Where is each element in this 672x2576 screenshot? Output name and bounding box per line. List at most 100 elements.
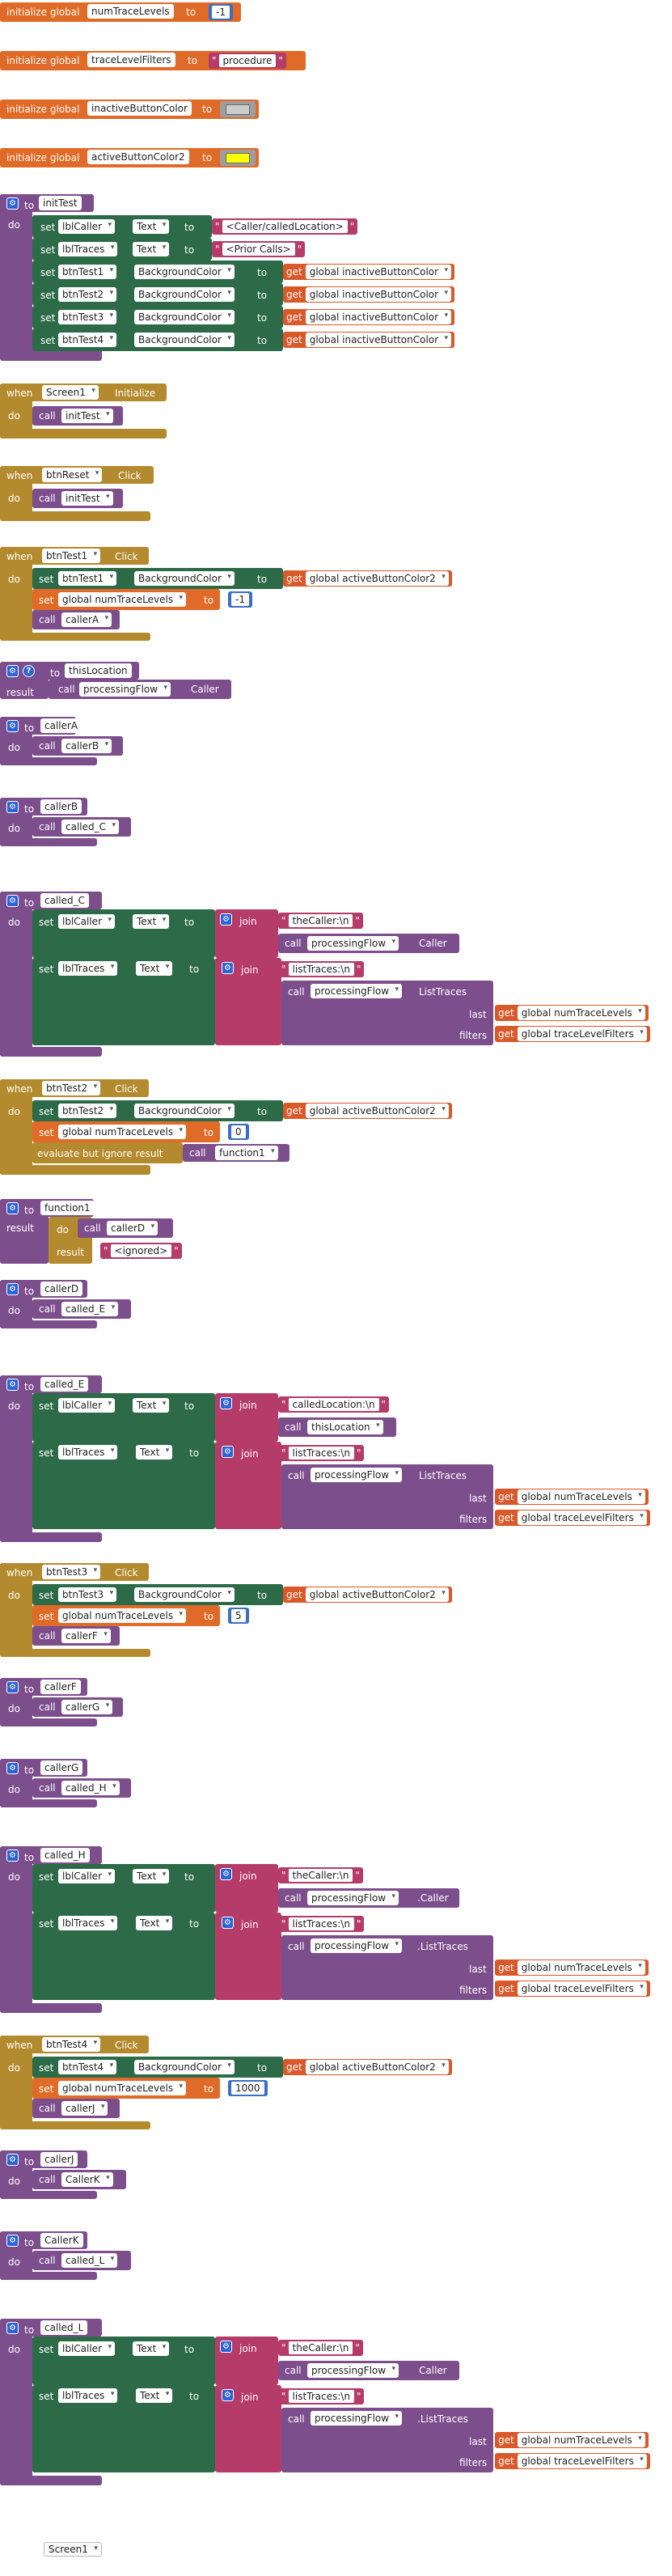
procedure-name[interactable]: initTest bbox=[39, 196, 82, 210]
component-select[interactable]: btnReset bbox=[42, 468, 103, 482]
property-select[interactable]: Text bbox=[133, 1398, 170, 1413]
component-select[interactable]: lblCaller bbox=[58, 219, 116, 234]
screen-select[interactable]: Screen1 bbox=[44, 2542, 102, 2557]
procedure-block[interactable] bbox=[0, 194, 32, 360]
component-select[interactable]: processingFlow bbox=[311, 984, 403, 998]
gear-icon[interactable]: ⚙ bbox=[6, 1681, 19, 1693]
procedure-name[interactable]: function1 bbox=[40, 1201, 95, 1215]
number-literal[interactable]: 1000 bbox=[228, 2080, 268, 2096]
component-select[interactable]: btnTest2 bbox=[58, 287, 117, 302]
component-select[interactable]: lblCaller bbox=[58, 1869, 116, 1883]
gear-icon[interactable]: ⚙ bbox=[6, 801, 19, 813]
procedure-select[interactable]: initTest bbox=[61, 409, 113, 423]
component-select[interactable]: btnTest4 bbox=[58, 333, 117, 347]
component-select[interactable]: btnTest4 bbox=[42, 2037, 101, 2052]
component-select[interactable]: lblTraces bbox=[58, 961, 118, 976]
gear-icon[interactable]: ⚙ bbox=[6, 2235, 19, 2247]
component-select[interactable]: btnTest3 bbox=[58, 310, 117, 324]
gear-icon[interactable]: ⚙ bbox=[6, 1849, 19, 1862]
gear-icon[interactable]: ⚙ bbox=[6, 1379, 19, 1391]
string-literal[interactable]: "<Caller/calledLocation>" bbox=[212, 218, 358, 235]
procedure-select[interactable]: called_H bbox=[61, 1781, 120, 1795]
component-select[interactable]: processingFlow bbox=[307, 936, 399, 951]
procedure-name[interactable]: called_L bbox=[40, 2320, 88, 2335]
property-select[interactable]: Text bbox=[133, 1869, 170, 1883]
property-select[interactable]: Text bbox=[136, 1916, 173, 1930]
procedure-name[interactable]: callerD bbox=[40, 1282, 83, 1296]
string-literal[interactable]: "theCaller:\n" bbox=[278, 913, 363, 929]
procedure-select[interactable]: thisLocation bbox=[307, 1420, 383, 1434]
gear-icon[interactable]: ⚙ bbox=[222, 1446, 234, 1458]
procedure-name[interactable]: callerB bbox=[40, 799, 82, 814]
component-select[interactable]: btnTest1 bbox=[42, 549, 101, 563]
variable-select[interactable]: global numTraceLevels bbox=[58, 1125, 187, 1139]
gear-icon[interactable]: ⚙ bbox=[6, 197, 19, 210]
string-literal[interactable]: "<ignored>" bbox=[100, 1243, 182, 1259]
procedure-name[interactable]: callerF bbox=[40, 1680, 81, 1694]
variable-select[interactable]: global numTraceLevels bbox=[58, 592, 187, 607]
procedure-select[interactable]: callerD bbox=[107, 1221, 158, 1235]
procedure-name[interactable]: called_C bbox=[40, 893, 89, 908]
component-select[interactable]: btnTest2 bbox=[58, 1104, 117, 1118]
property-select[interactable]: BackgroundColor bbox=[134, 571, 235, 586]
help-icon[interactable]: ? bbox=[23, 665, 35, 677]
color-inactive-swatch[interactable] bbox=[220, 101, 256, 117]
gear-icon[interactable]: ⚙ bbox=[6, 665, 19, 677]
gear-icon[interactable]: ⚙ bbox=[222, 962, 234, 974]
component-select[interactable]: processingFlow bbox=[307, 1891, 399, 1905]
procedure-name[interactable]: callerJ bbox=[40, 2152, 78, 2167]
component-select[interactable]: btnTest3 bbox=[42, 1565, 101, 1579]
property-select[interactable]: BackgroundColor bbox=[134, 333, 235, 347]
string-literal[interactable]: "calledLocation:\n" bbox=[278, 1396, 390, 1413]
component-select[interactable]: btnTest3 bbox=[58, 1587, 117, 1602]
number-literal[interactable]: 0 bbox=[228, 1124, 249, 1140]
procedure-select[interactable]: CallerK bbox=[61, 2172, 113, 2187]
property-select[interactable]: Text bbox=[136, 1445, 173, 1460]
property-select[interactable]: BackgroundColor bbox=[134, 1104, 235, 1118]
property-select[interactable]: Text bbox=[133, 2341, 170, 2356]
component-select[interactable]: processingFlow bbox=[311, 1938, 403, 1953]
component-select[interactable]: lblTraces bbox=[58, 242, 118, 256]
component-select[interactable]: btnTest1 bbox=[58, 571, 117, 586]
gear-icon[interactable]: ⚙ bbox=[6, 1202, 19, 1214]
property-select[interactable]: BackgroundColor bbox=[134, 265, 235, 279]
component-select[interactable]: lblTraces bbox=[58, 1916, 118, 1930]
procedure-select[interactable]: callerJ bbox=[61, 2101, 108, 2116]
string-literal[interactable]: "procedure" bbox=[209, 53, 286, 69]
component-select[interactable]: Screen1 bbox=[42, 385, 99, 400]
property-select[interactable]: BackgroundColor bbox=[134, 1587, 235, 1602]
procedure-name[interactable]: called_H bbox=[40, 1848, 90, 1862]
string-literal[interactable]: "listTraces:\n" bbox=[278, 2388, 365, 2404]
string-literal[interactable]: "<Prior Calls>" bbox=[212, 241, 306, 257]
global-name[interactable]: inactiveButtonColor bbox=[87, 101, 192, 116]
string-literal[interactable]: "theCaller:\n" bbox=[278, 1867, 363, 1883]
property-select[interactable]: Text bbox=[136, 961, 173, 976]
global-name[interactable]: activeButtonColor2 bbox=[87, 150, 189, 164]
gear-icon[interactable]: ⚙ bbox=[6, 1283, 19, 1295]
component-select[interactable]: processingFlow bbox=[311, 2411, 403, 2426]
procedure-select[interactable]: called_C bbox=[61, 820, 119, 834]
number-literal[interactable]: -1 bbox=[228, 591, 252, 608]
procedure-select[interactable]: called_E bbox=[61, 1302, 119, 1316]
number-literal[interactable]: 5 bbox=[228, 1608, 249, 1624]
component-select[interactable]: btnTest1 bbox=[58, 265, 117, 279]
procedure-name[interactable]: called_E bbox=[40, 1377, 89, 1392]
variable-select[interactable]: global numTraceLevels bbox=[58, 1608, 187, 1623]
component-select[interactable]: btnTest4 bbox=[58, 2060, 117, 2074]
gear-icon[interactable]: ⚙ bbox=[222, 2389, 234, 2401]
number-literal[interactable]: -1 bbox=[209, 4, 233, 20]
global-name[interactable]: traceLevelFilters bbox=[87, 53, 175, 67]
gear-icon[interactable]: ⚙ bbox=[222, 1917, 234, 1929]
string-literal[interactable]: "listTraces:\n" bbox=[278, 1445, 365, 1461]
